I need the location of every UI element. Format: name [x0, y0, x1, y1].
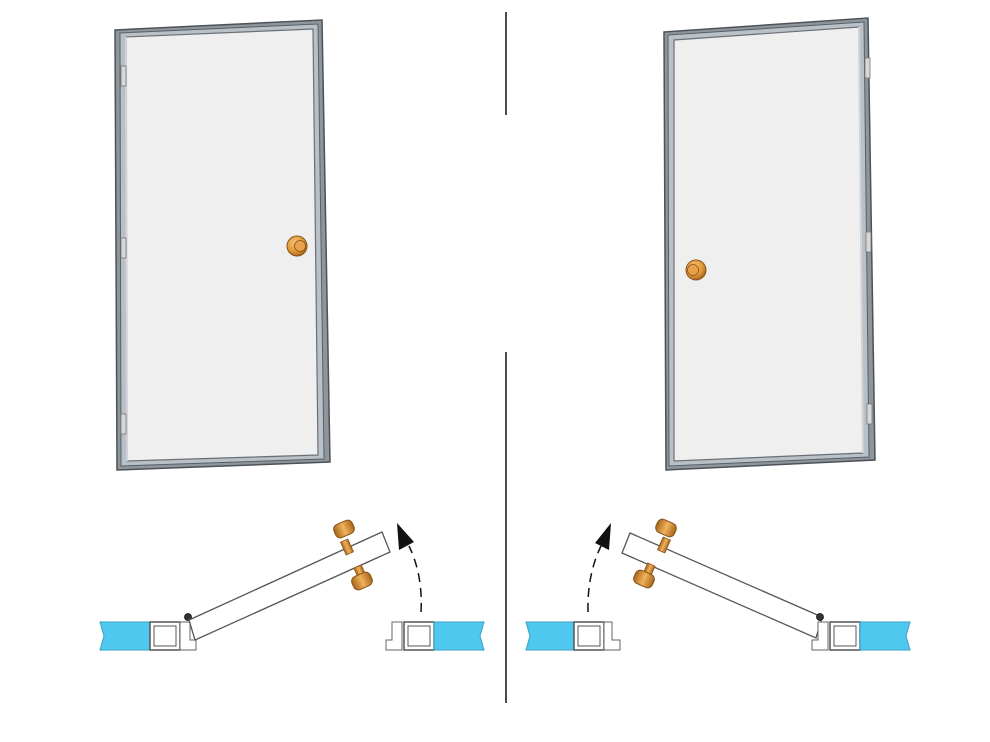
- right-plan-wall-left: [525, 621, 577, 651]
- right-plan-door-leaf: [621, 532, 823, 639]
- left-door-hinge-middle: [120, 237, 127, 259]
- right-plan-knob-upper-icon: [655, 518, 677, 554]
- left-door-hinge-top: [120, 65, 127, 87]
- left-plan-swing-arrow: [408, 545, 422, 613]
- right-door-hinge-top: [864, 57, 871, 79]
- right-door-hinge-bottom: [866, 403, 873, 425]
- right-plan-knob-lower-icon: [633, 562, 656, 589]
- right-plan-stop-right: [811, 621, 829, 651]
- left-plan-hinge-pivot: [184, 613, 192, 621]
- right-plan-swing-arrow: [587, 545, 602, 613]
- left-plan-swing-arrowhead-icon: [397, 523, 414, 550]
- right-plan-stop-left: [603, 621, 621, 651]
- right-plan-swing-arrowhead-icon: [595, 523, 611, 550]
- left-plan-wall-left: [99, 621, 151, 651]
- left-plan-knob-lower-icon: [351, 564, 373, 591]
- left-door-elevation: [114, 19, 331, 471]
- left-plan-stop-right: [385, 621, 403, 651]
- left-plan-view: [99, 519, 485, 651]
- right-plan-hinge-pivot: [816, 613, 824, 621]
- right-plan-wall-right: [859, 621, 911, 651]
- right-door-leaf: [673, 26, 864, 462]
- right-plan-view: [525, 518, 911, 651]
- right-door-elevation: [663, 17, 876, 471]
- left-plan-wall-right: [433, 621, 485, 651]
- left-door-knob-icon: [286, 235, 308, 257]
- left-door-hinge-bottom: [120, 413, 127, 435]
- right-door-hinge-middle: [865, 231, 872, 253]
- right-door-knob-icon: [685, 259, 707, 281]
- left-plan-knob-upper-icon: [333, 519, 355, 556]
- left-plan-door-leaf: [188, 531, 391, 641]
